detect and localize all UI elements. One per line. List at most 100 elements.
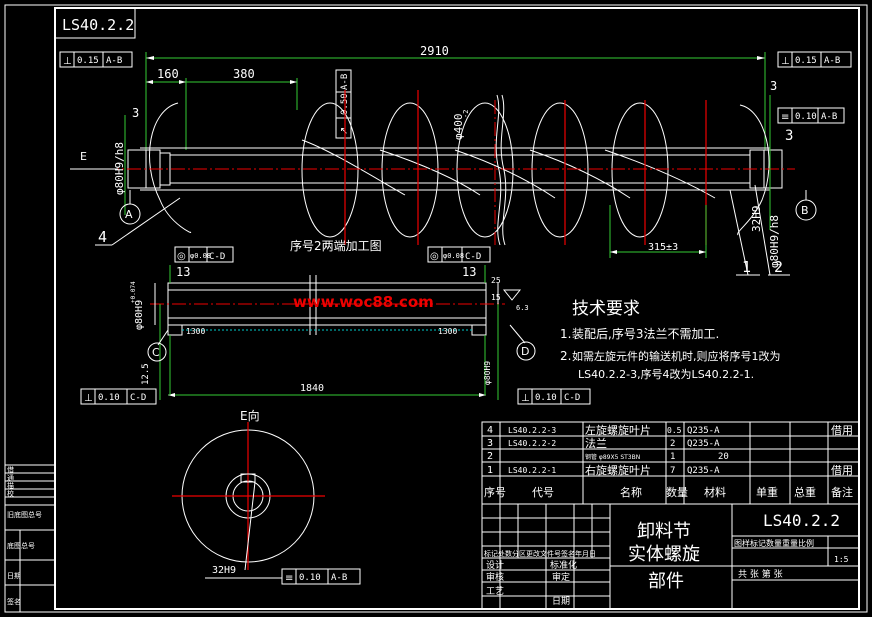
tb-scale: 1:5 bbox=[834, 555, 849, 564]
bom-header-mat: 材料 bbox=[704, 485, 726, 499]
dim-2910: 2910 bbox=[420, 44, 449, 58]
side-label-8: 签名 bbox=[7, 597, 21, 606]
code-box-text: LS40.2.2 bbox=[62, 16, 134, 34]
bom-row4-mat: Q235-A bbox=[687, 466, 720, 476]
balloon-2: 2 bbox=[774, 258, 783, 276]
tol-frame-cd2: ◎ φ0.08 C-D bbox=[427, 246, 491, 263]
bom-header-total-weight: 总重 bbox=[794, 485, 816, 499]
tol-right-ref: A-B bbox=[821, 112, 837, 122]
code-box bbox=[54, 7, 136, 39]
tech-requirements: 技术要求 1. 装配后,序号3法兰不需加工. 2. 如需左旋元件的输送机时,则应… bbox=[560, 299, 781, 381]
tech-n1: 1. bbox=[560, 327, 571, 341]
tech-title: 技术要求 bbox=[572, 299, 640, 319]
dim-tube-len: 1840 bbox=[300, 383, 324, 394]
tol-cd4-sym: ⊥ bbox=[521, 393, 530, 404]
tol-frame-tr: ⊥ 0.15 A-B bbox=[777, 51, 852, 68]
dim-tube-dia-tol: +0.074 bbox=[130, 281, 137, 303]
tol-tl-val: 0.15 bbox=[77, 56, 99, 66]
bom-row4-code: LS40.2.2-1 bbox=[508, 466, 556, 475]
side-label-6: 底图总号 bbox=[7, 541, 35, 550]
dim-3a: 3 bbox=[132, 106, 139, 120]
bom-header-note: 备注 bbox=[831, 485, 853, 499]
dim-tube-dia: φ80H9 bbox=[134, 300, 145, 330]
balloon-1: 1 bbox=[742, 258, 751, 276]
tol-runout-ref: A-B bbox=[340, 74, 350, 90]
tech-line1: 装配后,序号3法兰不需加工. bbox=[572, 326, 719, 341]
tol-frame-tl: ⊥ 0.15 A-B bbox=[59, 51, 133, 68]
dim-pitch: 315±3 bbox=[609, 205, 707, 258]
inner-frame bbox=[54, 7, 860, 610]
bom-row1-name: 左旋螺旋叶片 bbox=[585, 423, 651, 437]
tol-cd1-sym: ◎ bbox=[177, 251, 186, 262]
tb-approve: 审定 bbox=[552, 571, 570, 583]
bom-row2-name: 法兰 bbox=[585, 436, 607, 450]
dim-15: 15 bbox=[491, 293, 501, 302]
bom-row3-no: 2 bbox=[487, 451, 493, 462]
bom-header-no: 序号 bbox=[484, 485, 506, 499]
balloon-4: 4 bbox=[98, 228, 107, 246]
side-table: 借 通 描 校 旧底图总号 底图总号 日期 签名 bbox=[5, 464, 55, 612]
side-label-3: 描 bbox=[7, 481, 14, 490]
tol-frame-cd3: ⊥ 0.10 C-D bbox=[80, 388, 157, 405]
datum-d-text: D bbox=[521, 345, 529, 358]
bom-row1-mat: Q235-A bbox=[687, 426, 720, 436]
tol-bottom-ref: A-B bbox=[331, 573, 347, 583]
datum-c: C bbox=[147, 329, 169, 362]
bom-row4-note: 借用 bbox=[831, 464, 853, 477]
bom-row1-no: 4 bbox=[487, 425, 493, 436]
tol-tr-ref: A-B bbox=[824, 56, 840, 66]
dim-1300b: 1300 bbox=[438, 327, 457, 336]
tb-title-1: 卸料节 bbox=[637, 521, 691, 542]
tb-date: 日期 bbox=[552, 596, 570, 607]
tol-cd3-ref: C-D bbox=[130, 393, 146, 403]
tb-stage: 图样标记数量重量比例 bbox=[734, 538, 814, 548]
dim-right-shaft: 3 3 32H9 φ80H9/h8 bbox=[750, 79, 793, 268]
section-title: 序号2两端加工图 bbox=[290, 238, 382, 253]
dim-pitch-dia-tol: -2 bbox=[462, 110, 470, 118]
watermark: www.woc88.com bbox=[293, 293, 434, 311]
dim-left-shaft: φ80H9/h8 3 E bbox=[70, 106, 139, 215]
tol-bottom-val: 0.10 bbox=[299, 573, 321, 583]
side-label-5: 旧底图总号 bbox=[7, 510, 42, 519]
view-e-label: E向 bbox=[240, 408, 260, 423]
tol-frame-cd1: ◎ φ0.08 C-D bbox=[174, 246, 234, 263]
dim-380: 380 bbox=[233, 67, 255, 81]
tb-standard: 标准化 bbox=[550, 559, 577, 571]
dim-shaft-right: φ80H9/h8 bbox=[768, 215, 781, 268]
tb-title-3: 部件 bbox=[648, 571, 684, 592]
bom-row3-mat: 20 bbox=[718, 452, 729, 462]
bom-row4-name: 右旋螺旋叶片 bbox=[585, 463, 651, 477]
dim-13a: 13 bbox=[176, 265, 190, 279]
dim-25: 25 bbox=[491, 276, 501, 285]
bom-row1-code: LS40.2.2-3 bbox=[508, 426, 556, 435]
dim-13b: 13 bbox=[462, 265, 476, 279]
tol-tl-sym: ⊥ bbox=[63, 56, 72, 67]
tol-tl-ref: A-B bbox=[106, 56, 122, 66]
tol-right-sym: ≡ bbox=[781, 112, 789, 123]
dim-pitch-text: 315±3 bbox=[648, 242, 678, 253]
bom-row3-qty: 1 bbox=[670, 452, 675, 462]
tb-code: LS40.2.2 bbox=[763, 511, 840, 530]
tb-process: 工艺 bbox=[486, 586, 504, 597]
tb-design: 设计 bbox=[486, 559, 504, 571]
bom-table: 4 LS40.2.2-3 左旋螺旋叶片 0.5 Q235-A 借用 3 LS40… bbox=[481, 421, 860, 505]
dim-pitch-dia: φ400 -2 bbox=[452, 110, 470, 140]
balloons: 4 1 2 bbox=[95, 184, 790, 276]
dim-3c: 3 bbox=[785, 128, 793, 144]
tol-frame-runout: ↗ 0.50 A-B bbox=[335, 69, 352, 139]
tol-cd2-sym: ◎ bbox=[430, 251, 439, 262]
bom-row4-qty: 7 bbox=[670, 466, 675, 476]
tol-cd3-sym: ⊥ bbox=[84, 393, 93, 404]
bom-row3-name: 钢管 φ89X5 ST3BN bbox=[585, 453, 640, 461]
bom-header-qty: 数量 bbox=[666, 486, 688, 499]
tol-cd4-val: 0.10 bbox=[535, 393, 557, 403]
side-label-1: 借 bbox=[7, 465, 14, 474]
datum-d: D bbox=[509, 324, 536, 361]
dim-shaft-left: φ80H9/h8 bbox=[113, 142, 126, 195]
view-e: E向 32H9 ≡ 0.10 A-B bbox=[172, 408, 361, 585]
dim-bore-e: 32H9 bbox=[212, 565, 236, 576]
title-block: 标记处数分区更改文件号签名年月日 设计 标准化 审核 审定 工艺 日期 卸料节 … bbox=[481, 503, 860, 610]
bom-row2-mat: Q235-A bbox=[687, 439, 720, 449]
